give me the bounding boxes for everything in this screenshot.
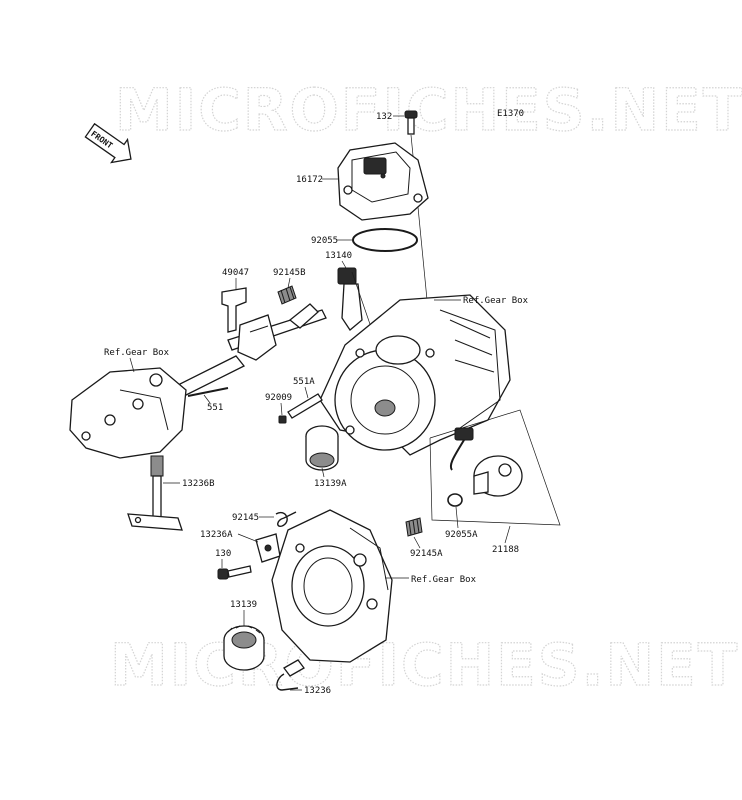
part-92055A-o-ring [447,493,463,507]
label-92145B: 92145B [273,268,306,278]
label-49047: 49047 [222,268,249,278]
label-92145A: 92145A [410,549,443,559]
part-16172-cover [337,142,429,221]
label-130: 130 [215,549,231,559]
part-92009-screw [278,415,287,424]
bracket-21188 [429,409,561,526]
part-13236-pin [276,659,305,691]
part-13236A-lever [255,533,281,563]
label-13140: 13140 [325,251,352,261]
label-13236A: 13236A [200,530,233,540]
label-551A: 551A [293,377,315,387]
label-92145: 92145 [232,513,259,523]
label-13139: 13139 [230,600,257,610]
part-bottom-gearbox-housing [271,509,393,663]
label-ref-gear-box-left: Ref.Gear Box [104,348,170,358]
label-92009: 92009 [265,393,292,403]
label-21188: 21188 [492,545,519,555]
label-551: 551 [207,403,223,413]
part-92055-o-ring [352,228,418,252]
label-13236: 13236 [304,686,331,696]
part-92145-spring [275,511,297,528]
part-13236B-shaft [127,455,183,531]
part-13139A-gear [305,425,339,471]
part-92145A-spring [405,517,423,537]
label-16172: 16172 [296,175,323,185]
label-ref-gear-box-bottom: Ref.Gear Box [411,575,477,585]
label-13139A: 13139A [314,479,347,489]
part-main-housing [319,294,511,456]
label-92055: 92055 [311,236,338,246]
part-130-bolt [217,565,252,580]
label-92055A: 92055A [445,530,478,540]
part-left-gearbox-housing [69,367,187,459]
diagram-code: E1370 [497,109,524,119]
part-13140-shift-arm [337,267,373,331]
label-132: 132 [376,112,392,122]
label-ref-gear-box-top: Ref.Gear Box [463,296,529,306]
part-21188-solenoid [449,427,523,497]
part-92145B-spring [277,285,297,305]
part-551-pin [187,387,229,397]
watermark-top: MICROFICHES.NET [115,76,742,144]
label-13236B: 13236B [182,479,215,489]
part-551A-pin [287,393,323,419]
watermark-bottom: MICROFICHES.NET [110,631,739,699]
part-49047-shift-fork [221,287,327,361]
part-13139-gear [223,625,265,671]
